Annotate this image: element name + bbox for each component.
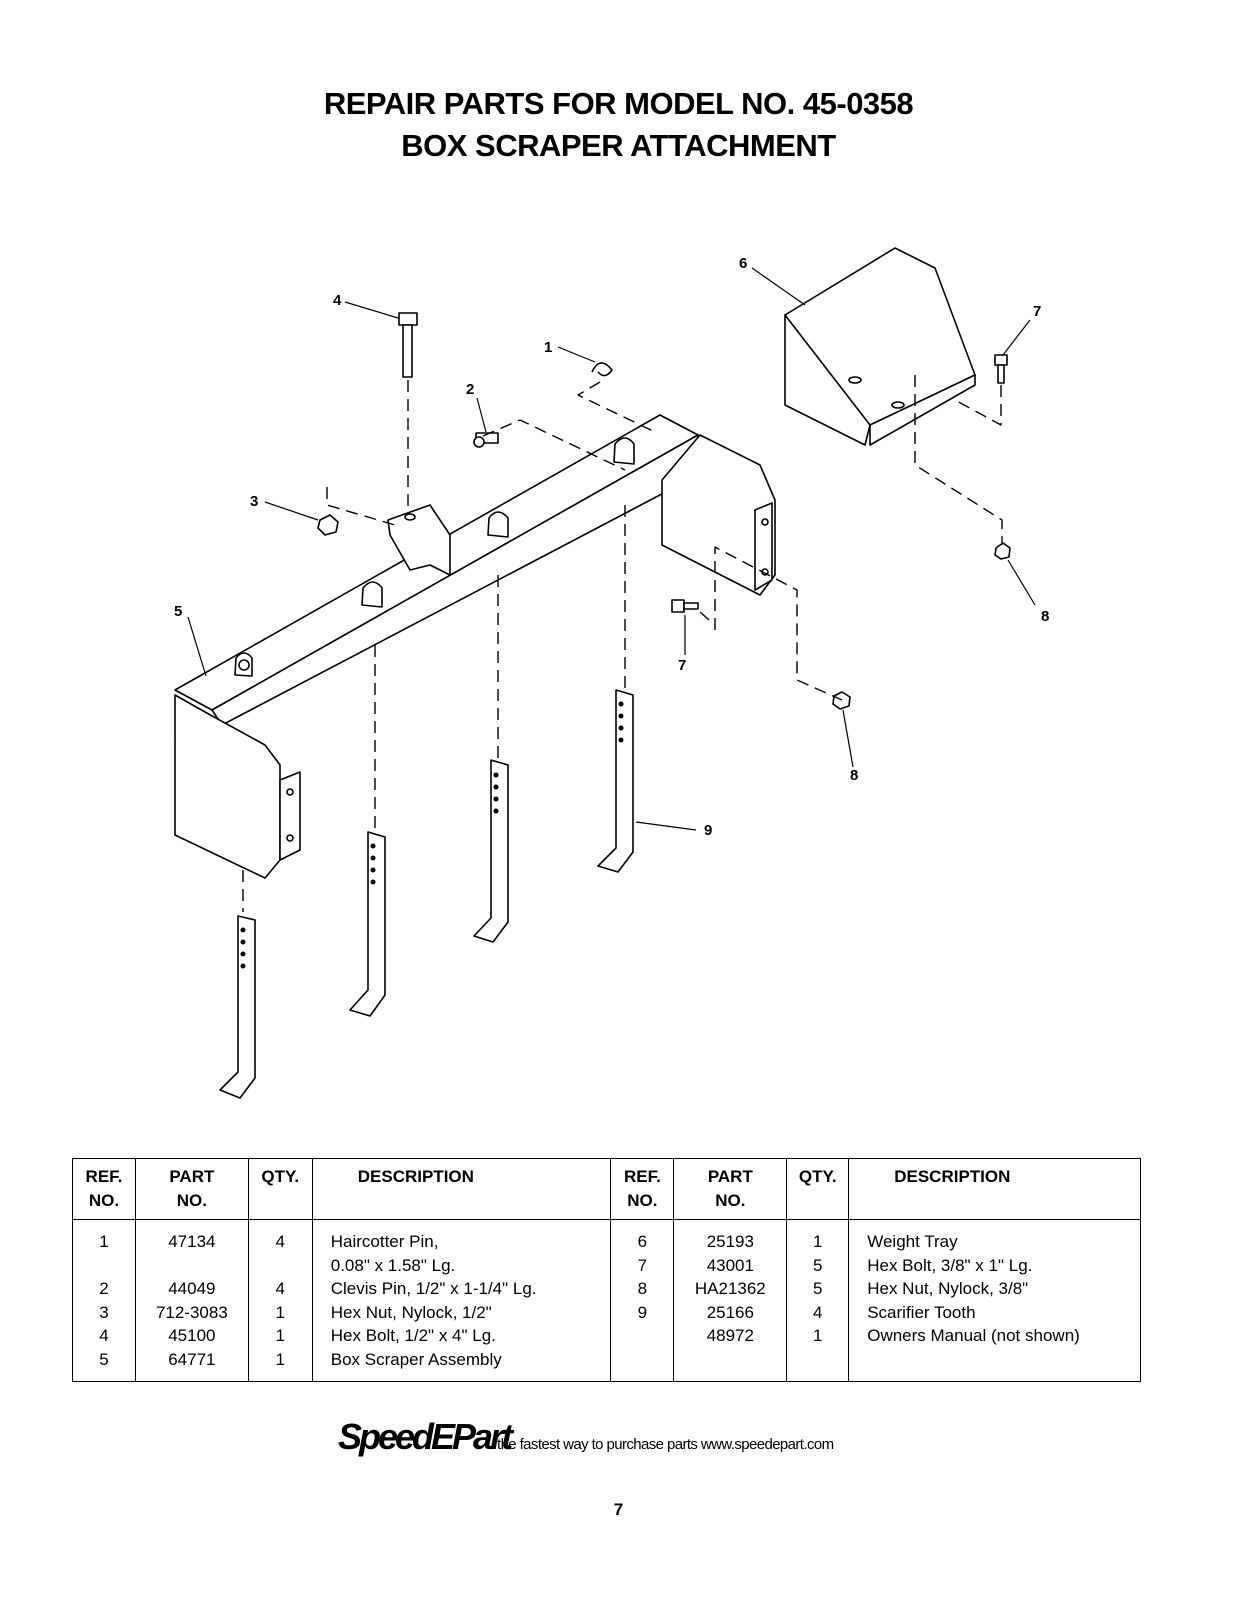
callout-label: 1 [544, 339, 552, 356]
header-qty: QTY. [247, 1158, 313, 1220]
callout-label: 4 [333, 292, 342, 309]
header-desc: DESCRIPTION [848, 1158, 1141, 1220]
callout-label: 3 [250, 493, 258, 510]
header-ref: REF.NO. [72, 1158, 136, 1220]
explode-lines [242, 375, 1003, 912]
header-desc: DESCRIPTION [311, 1158, 611, 1220]
callout-label: 5 [174, 603, 182, 620]
callout-label: 9 [704, 822, 712, 839]
hardware [317, 312, 1011, 710]
exploded-parts-diagram: 4 1 2 3 5 6 7 7 8 8 9 [174, 247, 1049, 1099]
leader-lines [187, 267, 1036, 831]
scarifier-teeth [219, 689, 634, 1099]
callout-label: 7 [1033, 303, 1041, 320]
brand-logo: SpeedEPart [338, 1416, 513, 1457]
left-desc-col: Haircotter Pin,0.08" x 1.58" Lg.Clevis P… [311, 1219, 611, 1382]
header-qty: QTY. [786, 1158, 849, 1220]
box-scraper-assembly [174, 414, 776, 879]
callout-label: 2 [466, 381, 474, 398]
callout-label: 8 [850, 767, 858, 784]
callout-label: 8 [1041, 608, 1049, 625]
header-ref: REF.NO. [610, 1158, 674, 1220]
callout-label: 7 [678, 657, 686, 674]
page-title: REPAIR PARTS FOR MODEL NO. 45-0358 [323, 86, 914, 121]
footer-tagline: the fastest way to purchase parts www.sp… [497, 1436, 834, 1453]
page-number: 7 [613, 1500, 624, 1519]
page-subtitle: BOX SCRAPER ATTACHMENT [401, 128, 836, 163]
callout-label: 6 [739, 255, 747, 272]
weight-tray [784, 247, 976, 446]
